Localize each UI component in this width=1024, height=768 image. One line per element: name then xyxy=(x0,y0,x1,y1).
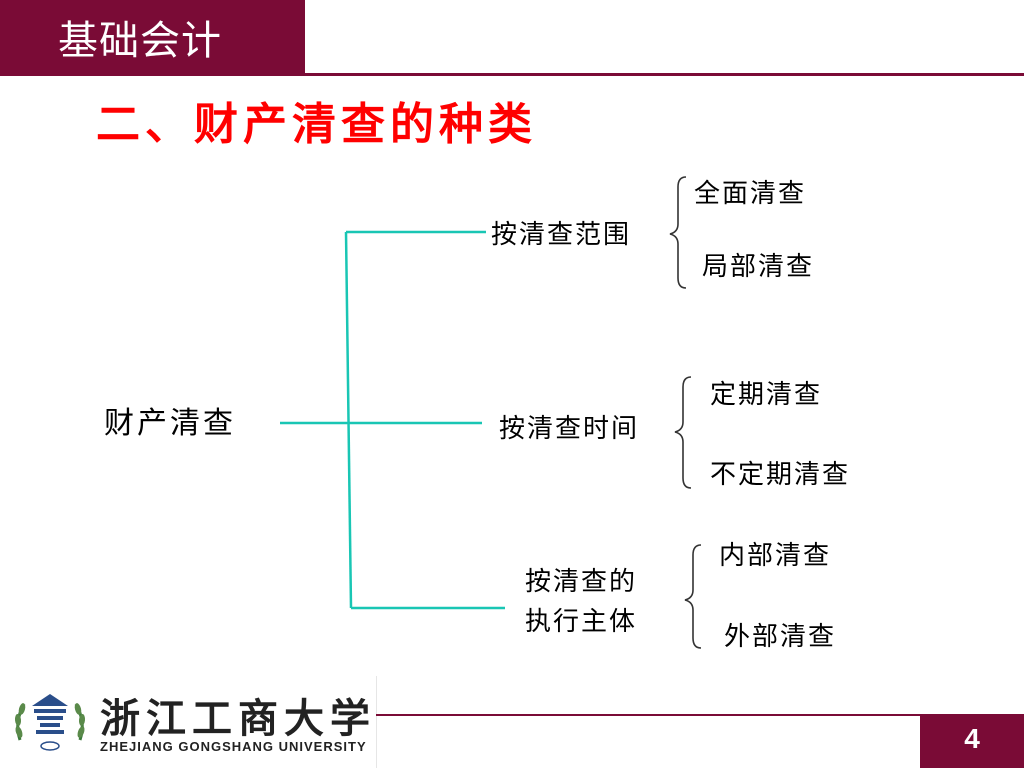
brace-range xyxy=(669,176,687,289)
branch-executor-label-line1: 按清查的 xyxy=(525,567,638,597)
connector-vertical-spine xyxy=(344,231,353,609)
leaf-nonperiodic-inventory: 不定期清查 xyxy=(710,460,851,490)
leaf-periodic-inventory: 定期清查 xyxy=(710,380,823,410)
slide-title: 二、财产清查的种类 xyxy=(96,99,537,150)
branch-time-label: 按清查时间 xyxy=(499,414,640,444)
leaf-internal-inventory: 内部清查 xyxy=(719,541,832,571)
footer-divider xyxy=(376,714,920,716)
branch-executor-label-line2: 执行主体 xyxy=(525,607,638,637)
leaf-partial-inventory: 局部清查 xyxy=(702,252,815,282)
header-title: 基础会计 xyxy=(58,18,222,64)
header-divider xyxy=(305,73,1024,76)
page-number: 4 xyxy=(964,723,980,754)
header-bar: 基础会计 xyxy=(0,0,305,76)
braces xyxy=(669,176,702,649)
university-logo: 浙江工商大学 ZHEJIANG GONGSHANG UNIVERSITY xyxy=(0,676,377,768)
branch-range-label: 按清查范围 xyxy=(491,220,632,250)
root-node: 财产清查 xyxy=(104,406,236,441)
leaf-full-inventory: 全面清查 xyxy=(694,179,807,209)
page-number-box: 4 xyxy=(920,714,1024,768)
brace-executor xyxy=(684,544,702,649)
tree-connectors xyxy=(280,230,505,610)
university-name: 浙江工商大学 xyxy=(100,695,376,742)
leaf-external-inventory: 外部清查 xyxy=(724,622,837,652)
university-emblem-icon xyxy=(14,694,86,751)
university-name-en: ZHEJIANG GONGSHANG UNIVERSITY xyxy=(100,739,367,754)
brace-time xyxy=(674,376,692,489)
